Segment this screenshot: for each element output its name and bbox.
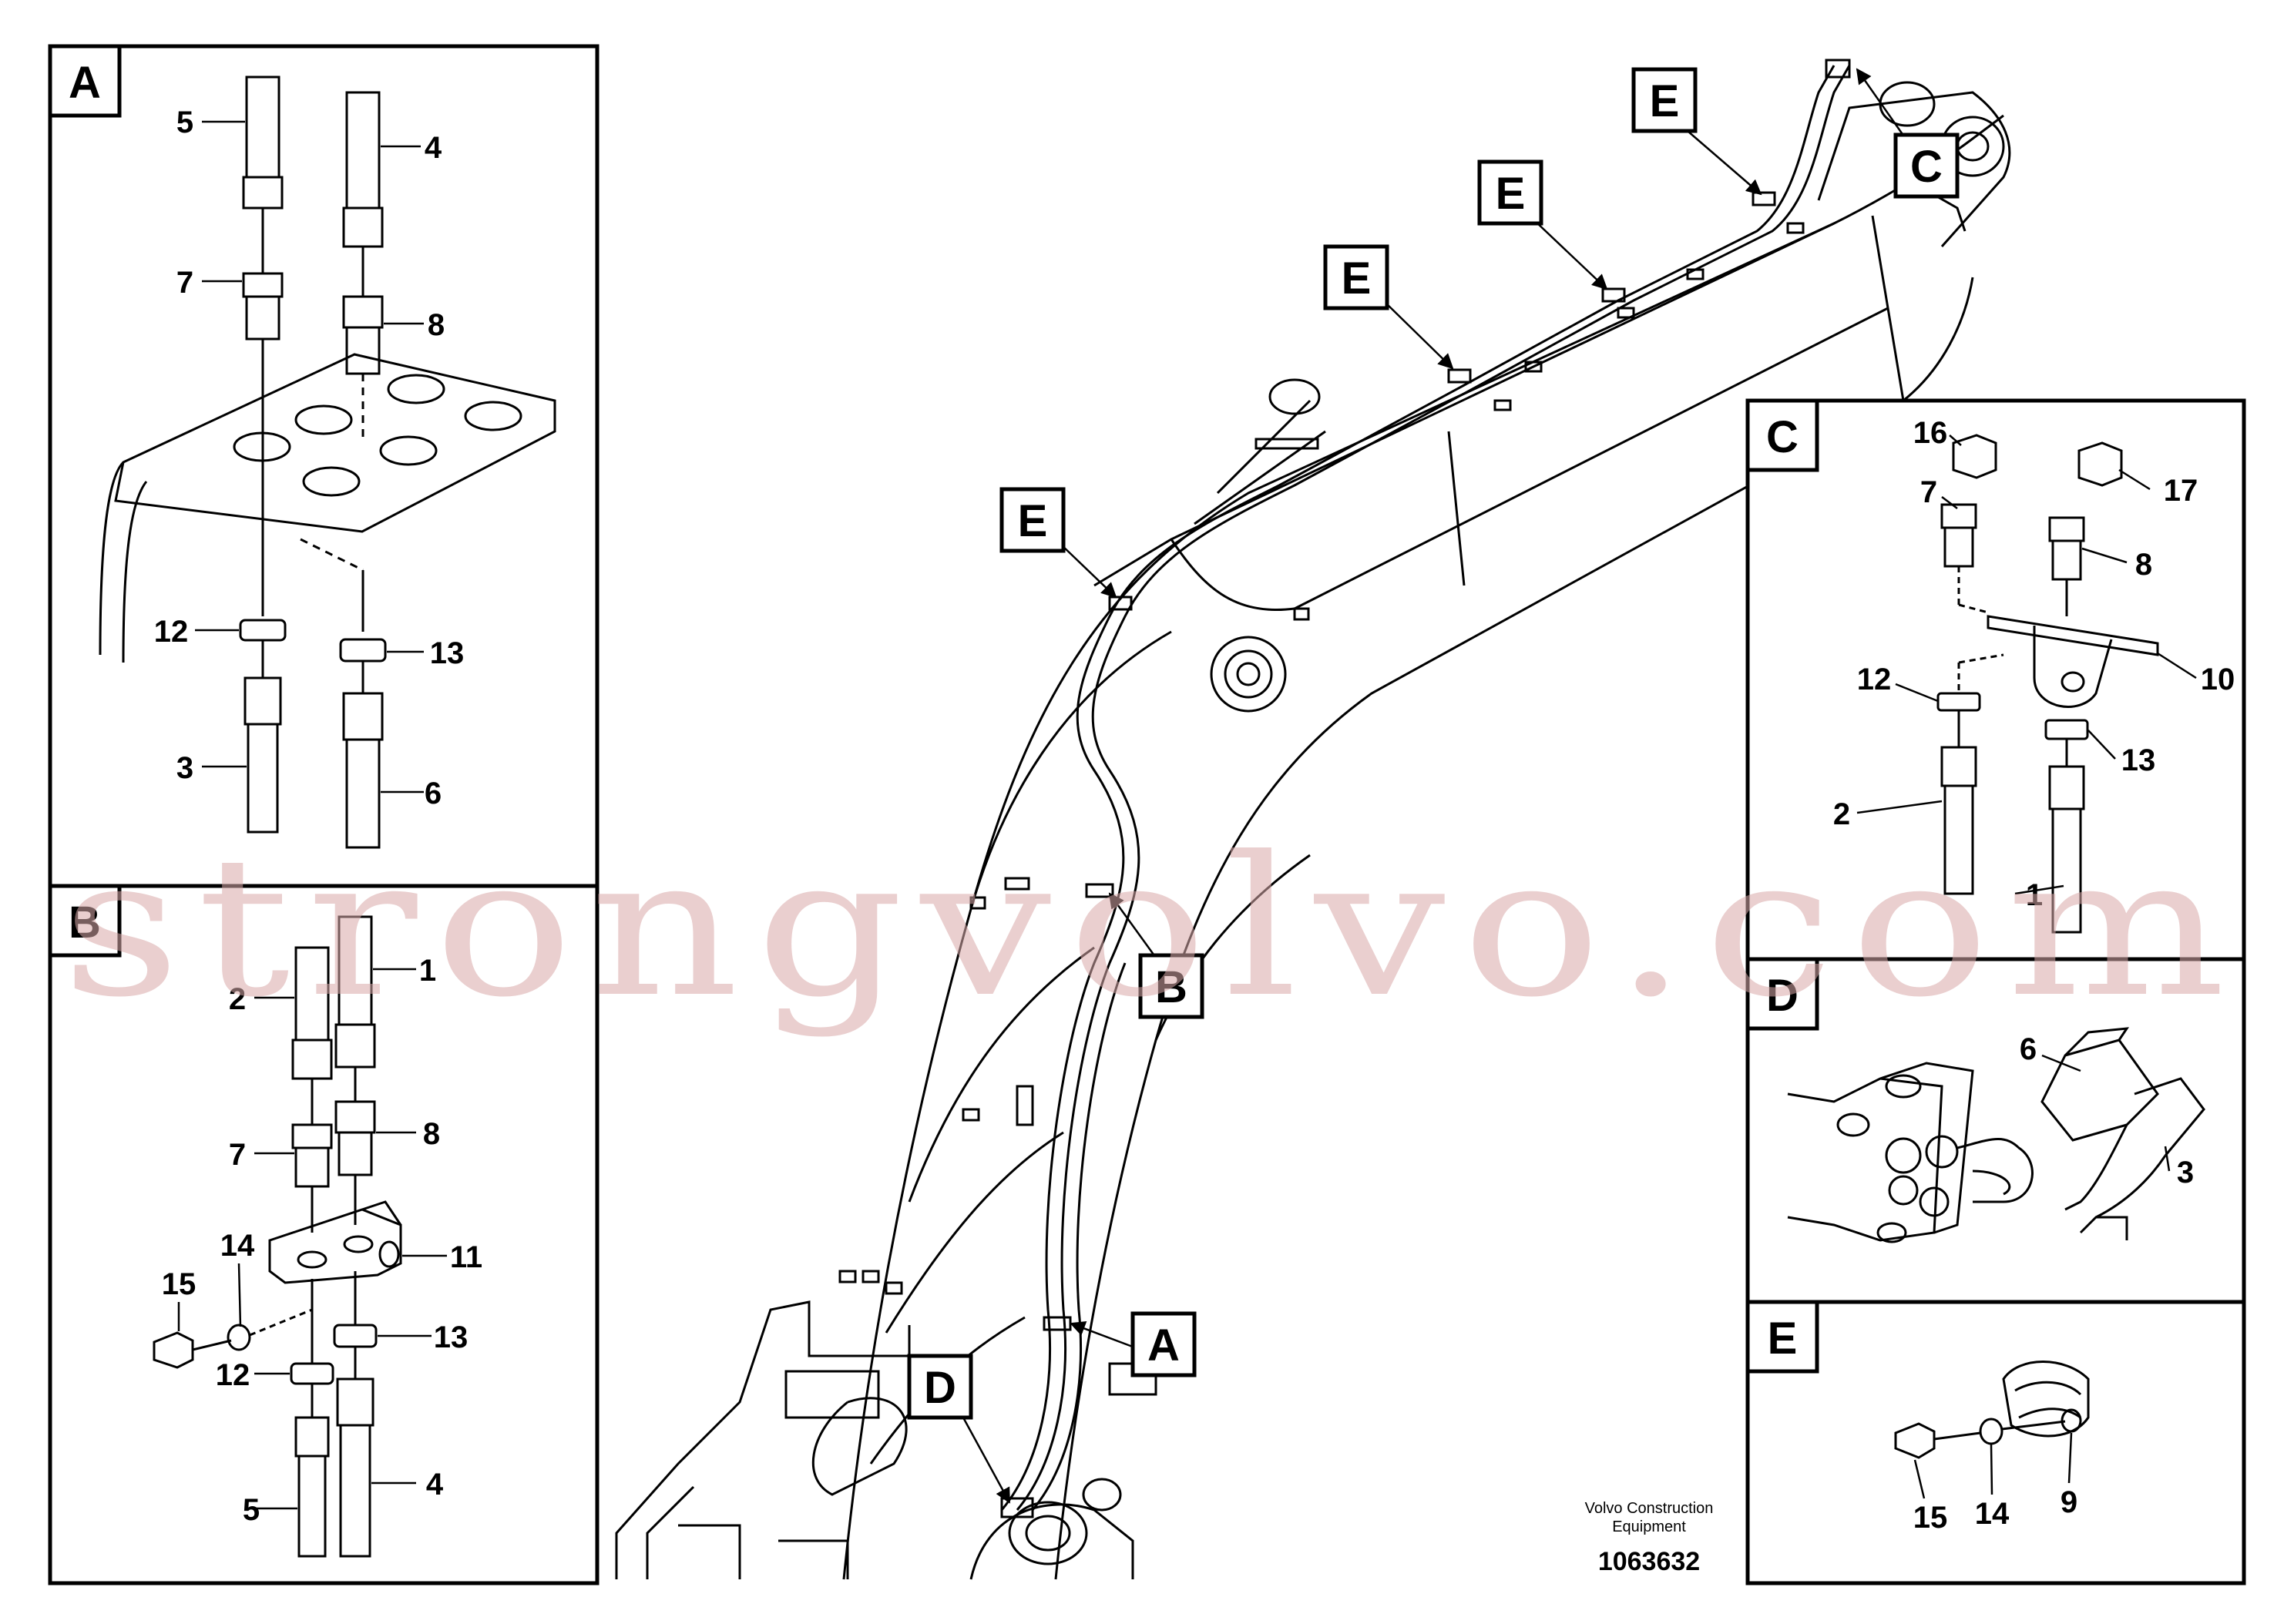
callout-b7: 7 — [229, 1138, 246, 1172]
callout-c7: 7 — [1920, 475, 1937, 509]
tag-b-main: B — [1138, 953, 1204, 1019]
caption-drawing-number: 1063632 — [1598, 1547, 1700, 1576]
hose-route — [1000, 59, 1851, 1518]
tag-e-3-text: E — [1342, 253, 1372, 304]
callout-d6: 6 — [2020, 1032, 2037, 1066]
caption: Volvo Construction Equipment 1063632 — [1585, 1500, 1714, 1576]
callout-a7: 7 — [176, 266, 193, 300]
tag-c-main: C — [1893, 133, 1960, 199]
tag-b-main-text: B — [1155, 962, 1187, 1012]
panel-d: D 6 3 — [1745, 957, 2246, 1304]
callout-a5: 5 — [176, 106, 193, 139]
panel-a: A — [48, 44, 600, 888]
tag-d-main-text: D — [924, 1363, 956, 1413]
callout-e9: 9 — [2061, 1485, 2077, 1519]
watermark-text: strongvolvo.com — [62, 815, 2242, 1039]
tag-e-4-text: E — [1018, 496, 1048, 546]
callout-e15: 15 — [1913, 1501, 1948, 1535]
callout-b15: 15 — [162, 1267, 196, 1301]
tag-a-main-text: A — [1147, 1320, 1180, 1371]
callout-c16: 16 — [1913, 416, 1948, 450]
callout-b1: 1 — [419, 954, 436, 988]
panel-b: B — [48, 884, 600, 1585]
callout-a13: 13 — [430, 636, 465, 670]
callout-c8: 8 — [2135, 548, 2152, 582]
callout-a6: 6 — [425, 777, 442, 810]
callout-a3: 3 — [176, 751, 193, 785]
callout-c12: 12 — [1857, 663, 1892, 696]
caption-company-line1: Volvo Construction — [1585, 1500, 1714, 1517]
callout-c17: 17 — [2164, 474, 2198, 508]
tag-e-1: E — [1631, 67, 1698, 133]
callout-c10: 10 — [2201, 663, 2235, 696]
callout-d3: 3 — [2177, 1156, 2194, 1189]
callout-b5: 5 — [243, 1493, 260, 1527]
callout-a8: 8 — [428, 308, 445, 342]
callout-b11: 11 — [450, 1240, 482, 1274]
panel-c: C — [1745, 398, 2246, 961]
panel-e: E 15 14 9 — [1745, 1300, 2246, 1585]
panel-d-tag: D — [1766, 971, 1799, 1021]
panel-e-tag: E — [1768, 1314, 1798, 1364]
callout-b8: 8 — [423, 1117, 440, 1151]
boom-illustration — [615, 81, 2011, 1580]
tag-c-main-text: C — [1910, 142, 1943, 192]
tag-a-main: A — [1130, 1311, 1197, 1377]
callout-b2: 2 — [229, 982, 246, 1016]
panel-a-tag: A — [69, 58, 101, 108]
callout-c2: 2 — [1833, 797, 1850, 831]
callout-a12: 12 — [154, 615, 189, 649]
callout-c1: 1 — [2026, 878, 2043, 912]
callout-b13: 13 — [434, 1320, 469, 1354]
tag-e-3: E — [1323, 244, 1389, 310]
callout-e14: 14 — [1975, 1497, 2010, 1531]
callout-c13: 13 — [2121, 743, 2156, 777]
tag-d-main: D — [907, 1354, 973, 1420]
tag-e-4: E — [999, 487, 1066, 553]
main-tags: E E E E C B A D — [907, 67, 1960, 1420]
main-leaders — [962, 68, 1913, 1504]
callout-b14: 14 — [220, 1229, 255, 1263]
panel-c-tag: C — [1766, 412, 1799, 462]
caption-company-line2: Equipment — [1612, 1518, 1686, 1535]
tag-e-1-text: E — [1650, 76, 1680, 126]
callout-b4: 4 — [426, 1468, 444, 1502]
tag-e-2: E — [1477, 159, 1543, 226]
tag-e-2-text: E — [1496, 169, 1526, 219]
callout-b12: 12 — [216, 1358, 250, 1392]
callout-a4: 4 — [425, 131, 442, 165]
panel-b-tag: B — [69, 898, 101, 948]
